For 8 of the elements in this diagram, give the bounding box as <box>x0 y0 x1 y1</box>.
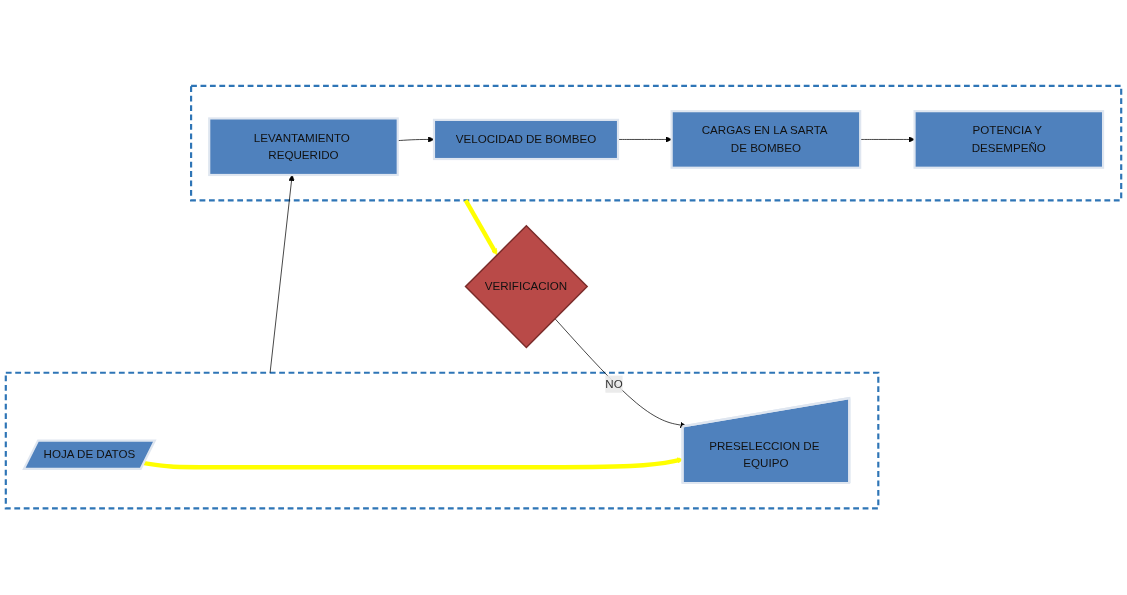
node-box: VELOCIDAD DE BOMBEO <box>432 119 620 161</box>
node-box: POTENCIA Y DESEMPEÑO <box>913 110 1105 170</box>
node-box: LEVANTAMIENTO REQUERIDO <box>208 117 399 177</box>
node-diamond: VERIFICACION <box>464 225 589 349</box>
edge-label: NO <box>605 377 623 391</box>
cluster <box>190 85 1123 202</box>
node-box: CARGAS EN LA SARTA DE BOMBEO <box>670 110 862 170</box>
arrow <box>463 199 498 256</box>
